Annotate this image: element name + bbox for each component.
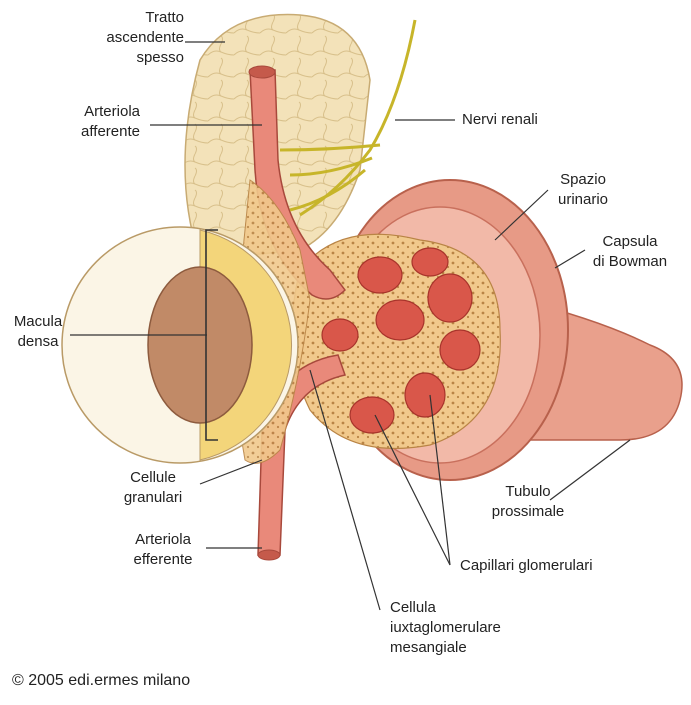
label-capsula-line1: Capsula bbox=[580, 232, 680, 252]
label-arteriola-afferente: Arteriola afferente bbox=[40, 102, 140, 142]
label-tratto-line3: spesso bbox=[60, 48, 184, 68]
label-cellule-granulari: Cellule granulari bbox=[108, 468, 198, 508]
label-nervi-renali: Nervi renali bbox=[462, 110, 538, 130]
label-cellula-line1: Cellula bbox=[390, 598, 501, 618]
label-spazio-line2: urinario bbox=[538, 190, 628, 210]
label-tubulo-line2: prossimale bbox=[478, 502, 578, 522]
label-capillari-glomerulari: Capillari glomerulari bbox=[460, 556, 593, 576]
label-macula-line2: densa bbox=[4, 332, 72, 352]
label-tratto: Tratto ascendente spesso bbox=[60, 8, 184, 68]
copyright-text: © 2005 edi.ermes milano bbox=[12, 672, 190, 690]
label-arteriola-efferente-line2: efferente bbox=[118, 550, 208, 570]
label-arteriola-efferente-line1: Arteriola bbox=[118, 530, 208, 550]
label-cellule-line1: Cellule bbox=[108, 468, 198, 488]
label-tubulo-line1: Tubulo bbox=[478, 482, 578, 502]
tubule-cross-section bbox=[62, 227, 298, 463]
label-macula-densa: Macula densa bbox=[4, 312, 72, 352]
label-capsula-line2: di Bowman bbox=[580, 252, 680, 272]
label-capsula-bowman: Capsula di Bowman bbox=[580, 232, 680, 272]
label-tratto-line2: ascendente bbox=[60, 28, 184, 48]
label-tubulo-prossimale: Tubulo prossimale bbox=[478, 482, 578, 522]
label-macula-line1: Macula bbox=[4, 312, 72, 332]
label-cellula-line2: iuxtaglomerulare bbox=[390, 618, 501, 638]
label-arteriola-efferente: Arteriola efferente bbox=[118, 530, 208, 570]
label-arteriola-afferente-line2: afferente bbox=[40, 122, 140, 142]
label-spazio-line1: Spazio bbox=[538, 170, 628, 190]
label-cellula-line3: mesangiale bbox=[390, 638, 501, 658]
label-arteriola-afferente-line1: Arteriola bbox=[40, 102, 140, 122]
label-cellule-line2: granulari bbox=[108, 488, 198, 508]
label-spazio-urinario: Spazio urinario bbox=[538, 170, 628, 210]
label-cellula-iuxtaglomerulare: Cellula iuxtaglomerulare mesangiale bbox=[390, 598, 501, 658]
label-tratto-line1: Tratto bbox=[60, 8, 184, 28]
